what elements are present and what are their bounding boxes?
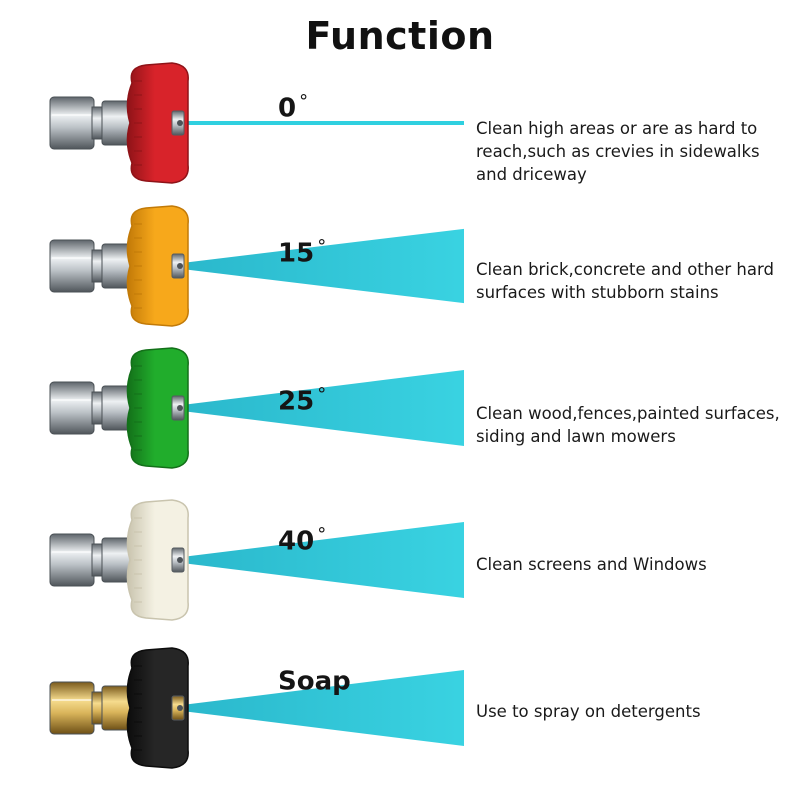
spray-cone — [182, 370, 464, 446]
page-title: Function — [305, 14, 495, 58]
nozzle-15-degree-illustration — [49, 205, 464, 327]
degree-symbol: ° — [317, 384, 327, 405]
nozzle-cap — [126, 499, 189, 621]
nozzle-cap — [126, 205, 189, 327]
nozzle-40-degree-illustration — [49, 499, 464, 621]
fitting-body — [49, 381, 95, 435]
angle-label: 15° — [278, 236, 326, 269]
nozzle-orifice — [177, 120, 183, 126]
nozzle-description: Use to spray on detergents — [476, 702, 701, 721]
angle-label: 25° — [278, 384, 326, 417]
fitting-body — [49, 239, 95, 293]
nozzle-description: Clean screens and Windows — [476, 555, 707, 574]
spray-cone — [182, 228, 464, 304]
nozzle-cap — [126, 347, 189, 469]
fitting-body — [49, 681, 95, 735]
nozzle-orifice — [177, 557, 183, 563]
nozzle-25-degree-illustration — [49, 347, 464, 469]
nozzle-description: Clean wood,fences,painted surfaces, sidi… — [476, 404, 780, 446]
spray-cone — [182, 670, 464, 746]
angle-value: 40 — [278, 526, 315, 557]
angle-label: 0° — [278, 91, 308, 124]
nozzle-orifice — [177, 405, 183, 411]
degree-symbol: ° — [299, 91, 309, 112]
spray-cone — [182, 522, 464, 598]
degree-symbol: ° — [317, 236, 327, 257]
angle-value: Soap — [278, 666, 351, 697]
fitting-body — [49, 533, 95, 587]
spray-stream — [182, 121, 464, 125]
degree-symbol: ° — [317, 524, 327, 545]
angle-value: 25 — [278, 386, 315, 417]
nozzle-cap — [126, 62, 189, 184]
nozzle-row-40-degree: 40° Clean screens and Windows — [0, 492, 800, 632]
angle-value: 0 — [278, 93, 297, 124]
angle-value: 15 — [278, 238, 315, 269]
fitting-body — [49, 96, 95, 150]
nozzle-cap — [126, 647, 189, 769]
nozzle-orifice — [177, 705, 183, 711]
nozzle-row-15-degree: 15° Clean brick,concrete and other hard … — [0, 198, 800, 338]
nozzle-description: Clean high areas or are as hard to reach… — [476, 119, 760, 184]
nozzle-row-0-degree: 0° Clean high areas or are as hard to re… — [0, 55, 800, 195]
nozzle-0-degree-illustration — [49, 62, 464, 184]
nozzle-description: Clean brick,concrete and other hard surf… — [476, 260, 774, 302]
nozzle-row-25-degree: 25° Clean wood,fences,painted surfaces, … — [0, 340, 800, 480]
nozzle-orifice — [177, 263, 183, 269]
nozzle-row-soap: Soap Use to spray on detergents — [0, 640, 800, 780]
angle-label: Soap — [278, 664, 354, 697]
angle-label: 40° — [278, 524, 326, 557]
nozzle-soap-illustration — [49, 647, 464, 769]
